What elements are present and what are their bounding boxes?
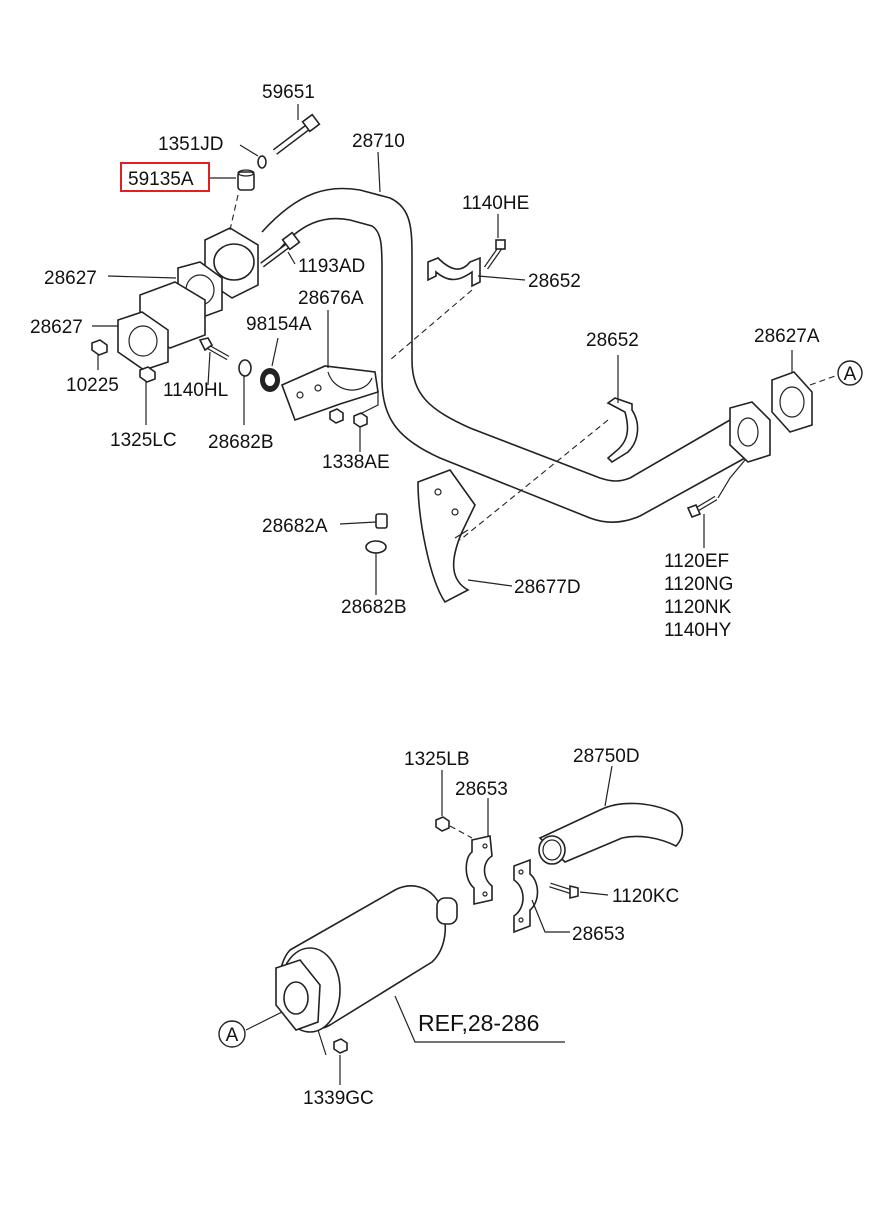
bolt-59651 [272,113,321,155]
label-28627-b: 28627 [30,317,83,338]
label-28652-b: 28652 [586,330,639,351]
nut-1351JD [257,155,267,169]
label-1351JD: 1351JD [158,134,224,155]
clamp-28653-left [465,835,493,905]
gasket-28627-lower [117,311,169,371]
nut-1339GC [333,1038,348,1054]
label-1325LC: 1325LC [110,430,177,451]
label-28682A: 28682A [262,516,328,537]
rubber-98154A [260,368,280,392]
label-28677D: 28677D [514,577,581,598]
label-1120NK: 1120NK [664,597,732,618]
label-98154A: 98154A [246,314,312,335]
label-28652-a: 28652 [528,271,581,292]
tail-pipe-28750D [538,802,684,865]
lower-leader-lines [245,765,613,1085]
label-1193AD: 1193AD [298,256,365,277]
lower-labels: 1325LB 28750D 28653 1120KC 28653 REF,28-… [303,746,679,1109]
label-59651: 59651 [262,82,315,103]
label-1140HY: 1140HY [664,620,732,641]
label-28750D: 28750D [573,746,640,767]
label-28710: 28710 [352,131,405,152]
nut-1325LB [435,816,450,832]
nut-1325LC [139,366,156,383]
washer-28682B-upper [238,359,252,377]
washer-28682B-lower [365,540,387,554]
bracket-28677D [417,469,476,604]
bolt-1193AD [260,231,301,268]
label-28682B-b: 28682B [341,597,407,618]
spacer-59135A [237,169,255,191]
label-28653-a: 28653 [455,779,508,800]
clamp-28653-right [513,858,539,934]
svg-text:A: A [844,364,857,385]
bolt-1120KC [549,882,579,900]
label-28627-a: 28627 [44,268,97,289]
hanger-28652-upper [427,256,481,288]
label-1140HE: 1140HE [462,193,529,214]
label-1325LB: 1325LB [404,749,470,770]
svg-text:A: A [226,1025,239,1046]
label-10225: 10225 [66,375,119,396]
marker-a-lower: A [218,1020,246,1048]
label-28682B-a: 28682B [208,432,274,453]
muffler [275,885,458,1056]
nut-1338AE-b [353,412,368,428]
label-28627A: 28627A [754,326,820,347]
label-1140HL: 1140HL [163,380,228,401]
spacer-28682A [375,513,388,529]
nut-1338AE-a [329,408,344,424]
label-1120NG: 1120NG [664,574,733,595]
upper-labels: 59651 1351JD 28710 59135A 1140HE 28627 1… [30,82,820,641]
highlight-box-59135A [120,162,210,192]
nut-10225 [91,339,108,356]
label-1338AE: 1338AE [322,452,390,473]
label-1120EF: 1120EF [664,551,729,572]
marker-a-upper: A [837,360,863,386]
upper-leader-lines [92,104,793,595]
label-1339GC: 1339GC [303,1088,374,1109]
hanger-28652-lower [606,397,639,464]
bolt-1120EF [686,495,718,519]
label-59135A: 59135A [128,169,194,190]
label-28676A: 28676A [298,288,364,309]
bolt-1140HL [198,337,230,361]
bolt-1140HE [483,239,506,270]
label-ref-28-286: REF,28-286 [418,1010,539,1036]
label-28653-b: 28653 [572,924,625,945]
label-1120KC: 1120KC [612,886,679,907]
gasket-28627A [771,371,813,433]
